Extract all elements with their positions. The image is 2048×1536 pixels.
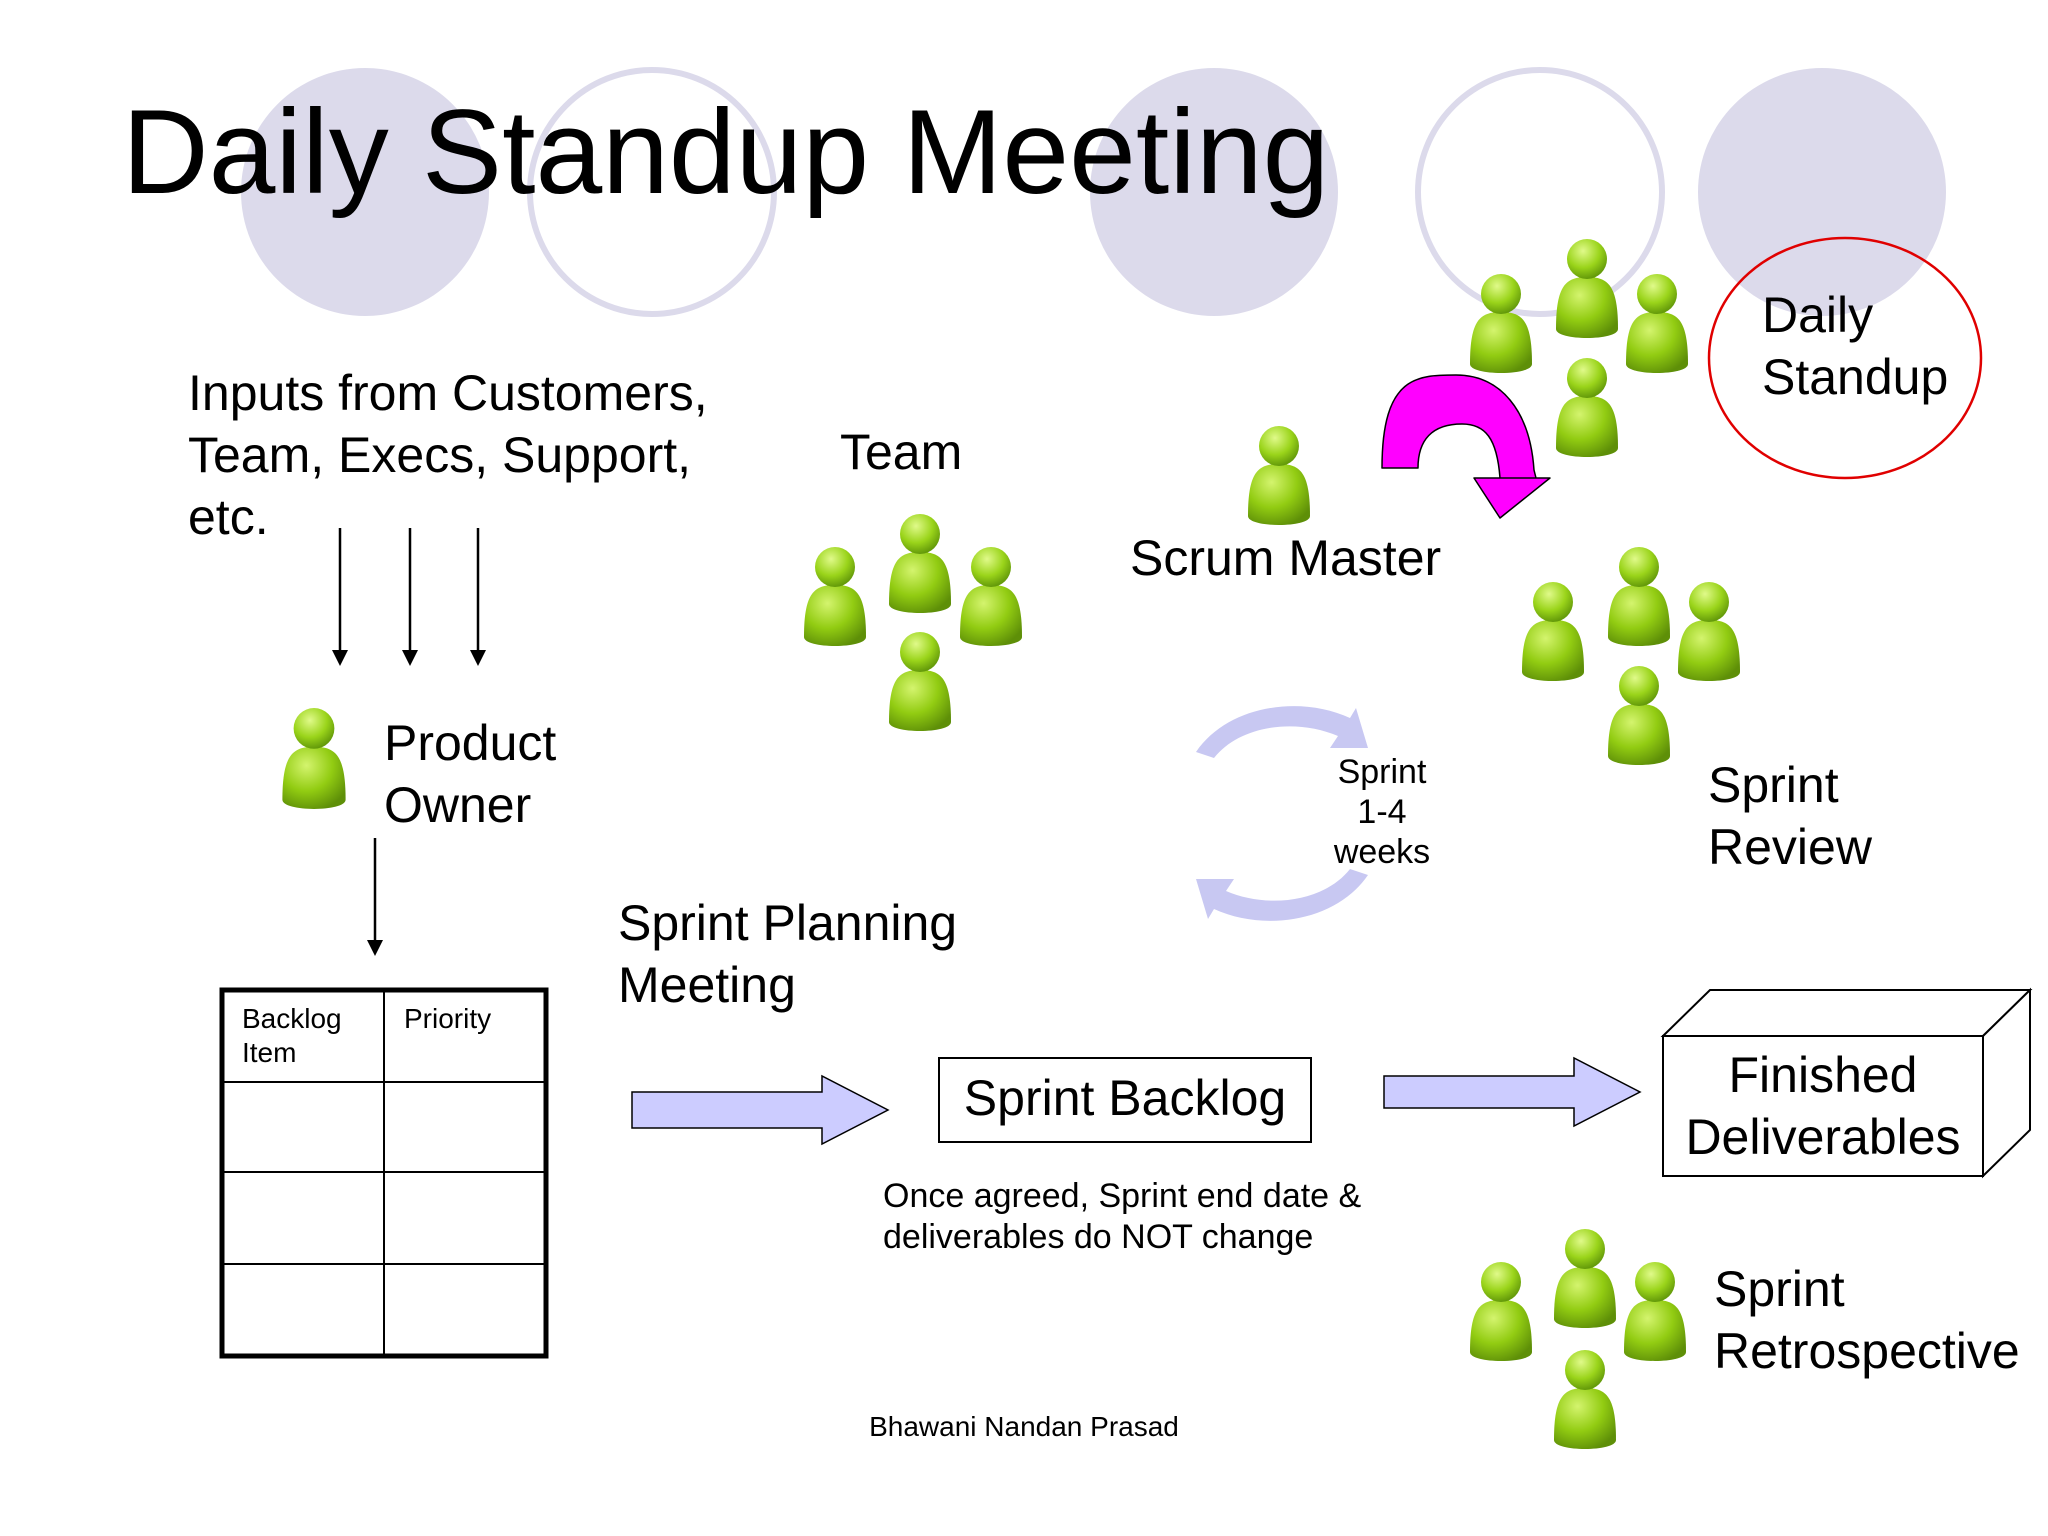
owner-to-backlog-arrowhead [367, 940, 383, 956]
decor-ring-2 [527, 67, 777, 317]
input-arrowheads [332, 650, 486, 666]
person-icon [960, 547, 1022, 646]
curved-standup-arrow [1381, 374, 1551, 519]
backlog-header-line-1: Backlog [242, 1003, 342, 1034]
slide-footer: Bhawani Nandan Prasad [869, 1411, 1179, 1442]
backlog-table-header-item: Backlog Item [242, 1002, 342, 1070]
daily-standup-line-2: Standup [1762, 349, 1949, 405]
person-icon [1470, 274, 1532, 373]
person-icon [1678, 582, 1740, 681]
person-icon [1608, 547, 1670, 646]
inputs-label: Inputs from Customers, Team, Execs, Supp… [188, 362, 708, 548]
daily-standup-line-1: Daily [1762, 287, 1874, 343]
input-arrowhead-1 [332, 650, 348, 666]
daily-standup-ring [1707, 236, 1983, 480]
person-icon [1624, 1262, 1686, 1361]
sprint-cycle-line-3: weeks [1333, 833, 1431, 871]
sprint-backlog-note-line-2: deliverables do NOT change [883, 1218, 1314, 1256]
person-icon [1470, 1262, 1532, 1361]
sprint-planning-label: Sprint Planning Meeting [618, 892, 957, 1016]
sprint-backlog-label: Sprint Backlog [963, 1070, 1287, 1126]
person-icon [889, 514, 951, 613]
box-top-face [1660, 989, 2033, 1037]
finished-deliverables-label: Finished Deliverables [1663, 1044, 1983, 1168]
backlog-table [219, 987, 549, 1359]
product-owner-label: Product Owner [384, 712, 556, 836]
sprint-backlog-note-line-1: Once agreed, Sprint end date & [883, 1177, 1362, 1215]
review-people-group [1522, 547, 1740, 765]
decor-circle-1 [241, 68, 489, 316]
sprint-retrospective-line-1: Sprint [1714, 1261, 1845, 1317]
inputs-line-1: Inputs from Customers, [188, 365, 708, 421]
person-icon [889, 632, 951, 731]
person-icon [1556, 358, 1618, 457]
scrum-master-person-icon [1248, 426, 1310, 525]
decor-circle-5 [1698, 68, 1946, 316]
sprint-review-label: Sprint Review [1708, 754, 1872, 878]
team-label: Team [840, 424, 963, 480]
sprint-cycle-line-1: Sprint [1337, 753, 1427, 791]
person-icon [1626, 274, 1688, 373]
sprint-planning-line-1: Sprint Planning [618, 895, 958, 951]
sprint-retrospective-line-2: Retrospective [1714, 1323, 2020, 1379]
sprint-cycle-arrows [1196, 706, 1368, 921]
inputs-line-3: etc. [188, 489, 269, 545]
product-owner-line-1: Product [384, 715, 557, 771]
scrum-master-label: Scrum Master [1130, 530, 1442, 586]
slide-title: Daily Standup Meeting [122, 85, 1330, 219]
sprint-review-line-2: Review [1708, 819, 1872, 875]
finished-deliverables-box [1660, 987, 2033, 1179]
finished-deliverables-line-1: Finished [1728, 1047, 1918, 1103]
planning-flow-arrow [631, 1074, 890, 1146]
input-arrowhead-2 [402, 650, 418, 666]
person-icon [1556, 239, 1618, 338]
input-arrowhead-3 [470, 650, 486, 666]
cycle-arrow-bottom [1196, 869, 1368, 921]
decorative-circles [241, 67, 1946, 317]
sprint-planning-line-2: Meeting [618, 957, 796, 1013]
person-icon [1522, 582, 1584, 681]
daily-standup-label: Daily Standup [1762, 284, 1948, 408]
team-people-group [804, 514, 1022, 731]
product-owner-person-icon [282, 708, 346, 809]
sprint-cycle-line-2: 1-4 [1357, 793, 1407, 831]
sprint-backlog-note: Once agreed, Sprint end date & deliverab… [883, 1176, 1361, 1258]
decor-circle-3 [1090, 68, 1338, 316]
finished-deliverables-line-2: Deliverables [1685, 1109, 1961, 1165]
input-arrows [338, 528, 480, 652]
inputs-line-2: Team, Execs, Support, [188, 427, 692, 483]
cycle-arrow-top [1196, 706, 1368, 758]
box-front-face [1662, 1035, 1984, 1177]
deliverables-flow-arrow [1383, 1056, 1642, 1128]
backlog-table-header-priority: Priority [404, 1003, 492, 1034]
sprint-retrospective-label: Sprint Retrospective [1714, 1258, 2020, 1382]
person-icon [1554, 1229, 1616, 1328]
sprint-backlog-box [938, 1057, 1312, 1143]
sprint-review-line-1: Sprint [1708, 757, 1839, 813]
person-icon [1608, 666, 1670, 765]
backlog-header-line-2: Item [242, 1037, 297, 1068]
product-owner-line-2: Owner [384, 777, 532, 833]
sprint-cycle-label: Sprint 1-4 weeks [1322, 752, 1442, 872]
person-icon [804, 547, 866, 646]
decor-ring-4 [1415, 67, 1665, 317]
